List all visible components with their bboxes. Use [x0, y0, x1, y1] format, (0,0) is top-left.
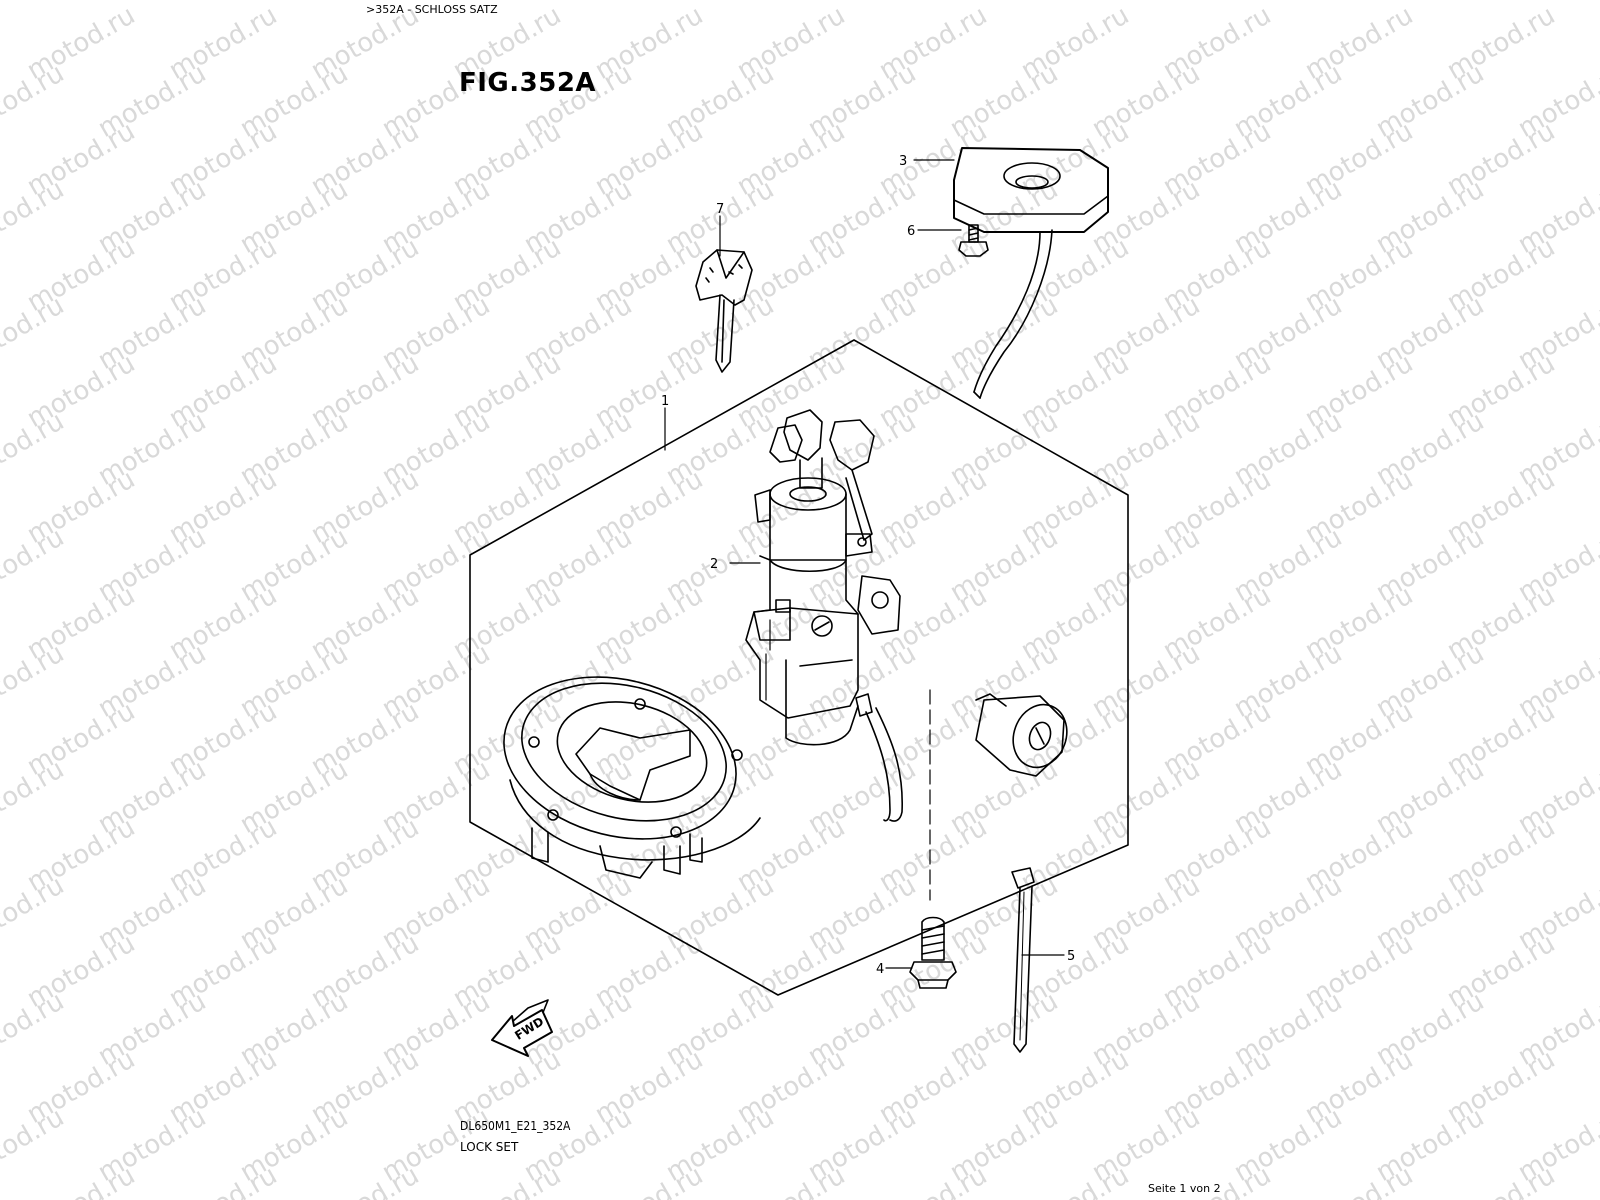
seat-lock-cylinder [975, 693, 1068, 777]
part-2-ignition-switch [745, 409, 931, 901]
breadcrumb: >352A - SCHLOSS SATZ [366, 3, 498, 16]
callout-7: 7 [716, 202, 724, 217]
part-3-cap [953, 147, 1109, 399]
callout-1: 1 [661, 394, 669, 409]
part-5-cable-tie [1011, 867, 1035, 1053]
leader-lines [664, 159, 1065, 969]
fuel-cap-lock [503, 676, 761, 879]
fwd-arrow-icon: FWD [491, 999, 553, 1057]
callout-4: 4 [876, 962, 884, 977]
callout-3: 3 [899, 154, 907, 169]
callout-labels: 1 2 3 4 5 6 7 [661, 154, 1075, 977]
part-4-bolt [909, 916, 957, 989]
callout-6: 6 [907, 224, 915, 239]
figure-title: FIG.352A [459, 68, 597, 98]
kit-outline [469, 339, 1129, 996]
callout-2: 2 [710, 557, 718, 572]
page-indicator: Seite 1 von 2 [1148, 1182, 1221, 1195]
part-7-key [695, 249, 753, 373]
drawing-subtitle: LOCK SET [460, 1140, 519, 1154]
drawing-code: DL650M1_E21_352A [460, 1119, 571, 1133]
callout-5: 5 [1067, 949, 1075, 964]
part-6-bolt [958, 224, 989, 257]
